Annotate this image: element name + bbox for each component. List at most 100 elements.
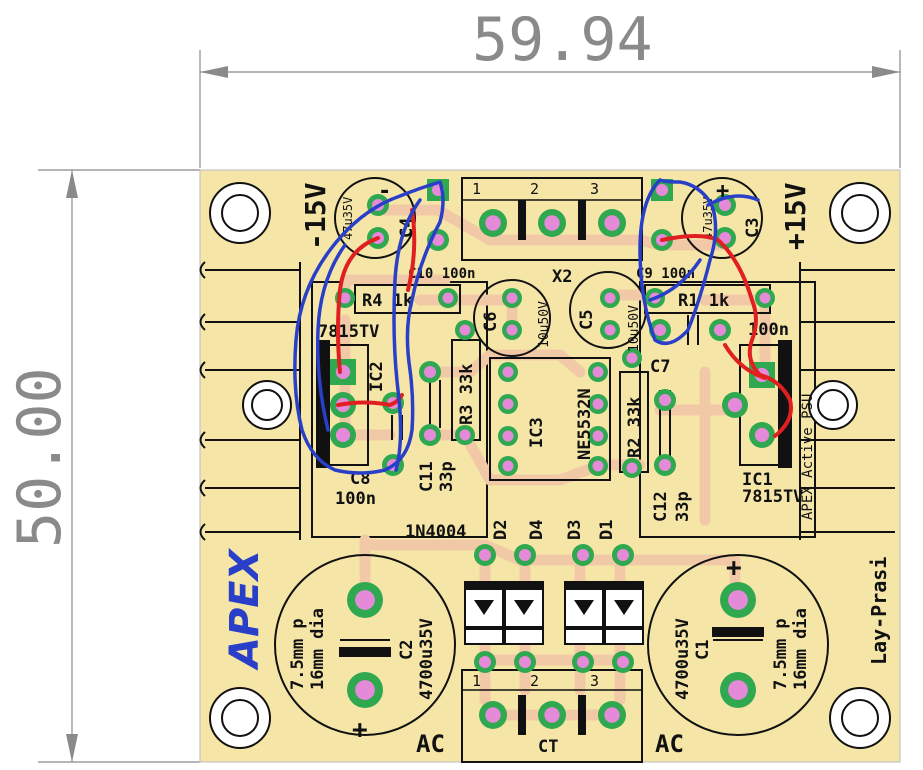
pad (514, 544, 536, 566)
c5-value-label: 10u50V (627, 305, 642, 352)
pad (479, 209, 507, 237)
pad (347, 582, 383, 618)
d1-label: D1 (597, 520, 617, 540)
pad (654, 454, 676, 476)
c1-plus-label: + (726, 553, 742, 583)
c5-ref-label: C5 (577, 310, 597, 330)
c6-value-label: 10u50V (537, 301, 552, 348)
ic1-reg-label: 7815TV (742, 487, 803, 507)
capacitor-c6-outline (473, 279, 551, 357)
pad (572, 651, 594, 673)
pad (598, 209, 626, 237)
pad (654, 389, 676, 411)
pad (612, 544, 634, 566)
pad (612, 651, 634, 673)
pad (455, 425, 475, 445)
pad (455, 320, 475, 340)
pad (720, 582, 756, 618)
c11-ref-label: C11 (417, 461, 437, 492)
width-dimension-label: 59.94 (472, 5, 653, 75)
c1-size-label: 7.5mm p (771, 618, 791, 690)
pad (498, 362, 518, 382)
pad (498, 426, 518, 446)
r3-label: R3 33k (457, 364, 477, 425)
pad (622, 348, 642, 368)
x2-ref-label: X2 (552, 267, 572, 287)
r2-label: R2 33k (625, 397, 645, 458)
pad (709, 319, 731, 341)
ac-left-label: AC (416, 730, 445, 758)
pad (330, 359, 356, 385)
ic2-ref-label: IC2 (367, 361, 387, 392)
ic1-tab (778, 340, 792, 468)
c2-plus-label: + (352, 715, 368, 745)
apex-logo: APEX (222, 547, 268, 671)
pad (538, 701, 566, 729)
r4-label: R4 1k (362, 291, 413, 311)
c12-ref-label: C12 (651, 491, 671, 522)
pad (419, 361, 441, 383)
connector-bottom (461, 669, 643, 763)
pad (622, 458, 642, 478)
pad (722, 392, 748, 418)
ic2-outline (327, 344, 369, 466)
height-dimension-label: 50.00 (5, 367, 75, 548)
pad (588, 456, 608, 476)
neg15v-label: -15V (299, 182, 332, 250)
c7-value-label: 100n (748, 320, 789, 340)
ac-right-label: AC (655, 730, 684, 758)
width-dimension (199, 50, 901, 168)
capacitor-c3-outline (681, 177, 763, 259)
bottom-pin2-label: 2 (530, 672, 539, 690)
bottom-pin1-label: 1 (472, 672, 481, 690)
ic2-reg-label: 7815TV (318, 322, 379, 342)
pad (474, 544, 496, 566)
pad (600, 288, 620, 308)
c2-size-label: 7.5mm p (288, 618, 308, 690)
red-ink-markup (336, 208, 793, 438)
author-label: Lay-Prasi (867, 557, 891, 665)
c1-dia-label: 16mm dia (791, 608, 811, 690)
pad (479, 701, 507, 729)
c9-label: C9 100n (636, 266, 695, 282)
c8-value-label: 100n (335, 489, 376, 509)
r1-label: R1 1k (678, 291, 729, 311)
c10-label: C10 100n (408, 266, 475, 282)
capacitor-c2-outline (274, 554, 456, 736)
d4-label: D4 (527, 520, 547, 540)
diodes (464, 581, 644, 645)
heatsink-right (799, 262, 895, 540)
d2-label: D2 (491, 520, 511, 540)
pad (749, 422, 775, 448)
ic1-ref-label: IC1 (742, 470, 773, 490)
pad (502, 288, 522, 308)
pad (498, 394, 518, 414)
pad (598, 701, 626, 729)
pad (502, 320, 522, 340)
d3-label: D3 (565, 520, 585, 540)
x2-pin2-label: 2 (530, 180, 539, 198)
c11-value-label: 33p (437, 461, 457, 492)
pad (419, 424, 441, 446)
psu-label: APEX Active PSU (800, 394, 816, 520)
ne5532-label: NE5532N (575, 388, 595, 460)
ic3-ref-label: IC3 (527, 417, 547, 448)
c6-ref-label: C6 (481, 312, 501, 332)
capacitor-c1-outline (647, 554, 829, 736)
pad (438, 288, 458, 308)
mounting-holes (209, 182, 891, 749)
pad (538, 209, 566, 237)
c4-minus-label: - (378, 179, 391, 204)
pad (588, 426, 608, 446)
c4-value-label: 47u35V (341, 197, 355, 240)
pad (347, 672, 383, 708)
pad (588, 362, 608, 382)
pad (514, 651, 536, 673)
pad (720, 672, 756, 708)
c12-value-label: 33p (673, 491, 693, 522)
x2-pin1-label: 1 (472, 180, 481, 198)
height-dimension (38, 169, 200, 763)
pad (600, 320, 620, 340)
c2-ref-label: C2 (397, 640, 417, 660)
c2-value-label: 4700u35V (417, 618, 437, 700)
